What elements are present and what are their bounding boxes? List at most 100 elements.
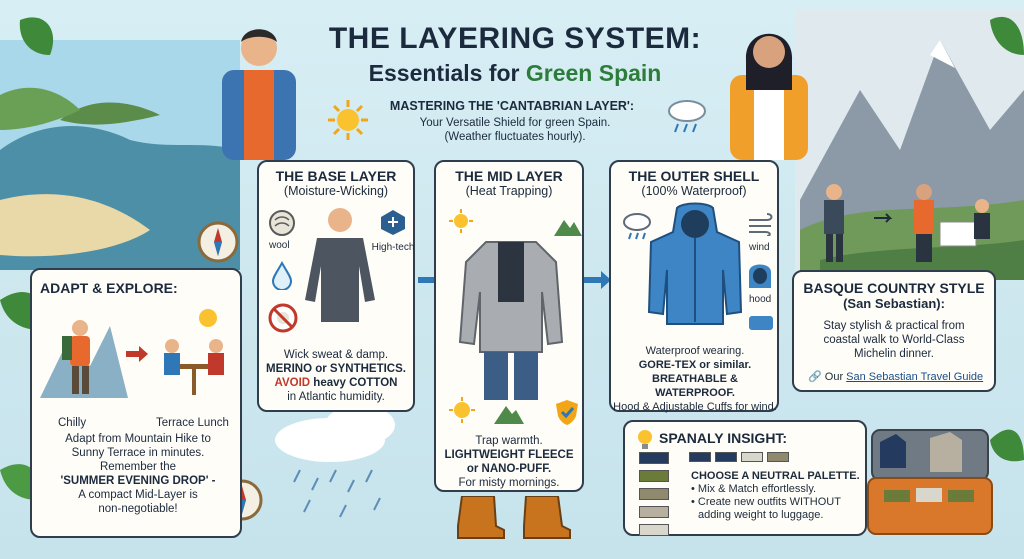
- basque-link-row: 🔗 Our San Sebastian Travel Guide: [808, 370, 983, 383]
- base-layer-line3: heavy COTTON: [310, 377, 398, 389]
- mid-layer-line4: For misty mornings.: [458, 477, 560, 489]
- swatch-row-3: [741, 452, 763, 462]
- adapt-line2: Sunny Terrace in minutes.: [71, 447, 205, 459]
- base-layer-description: Wick sweat & damp. MERINO or SYNTHETICS.…: [261, 348, 411, 404]
- basque-style-card: BASQUE COUNTRY STYLE (San Sebastian): St…: [792, 270, 996, 392]
- suitcase-illustration: [867, 429, 993, 535]
- basque-line1: Stay stylish & practical from: [823, 320, 965, 332]
- mountain-icon-2: [494, 406, 524, 424]
- wool-label: wool: [269, 240, 290, 251]
- sun-icon-mid-2: [449, 397, 475, 423]
- outer-shell-jacket-illustration: [647, 202, 743, 325]
- hood-label: hood: [749, 294, 772, 305]
- swatch-row-1: [689, 452, 711, 462]
- outer-shell-line1: Waterproof wearing.: [645, 345, 745, 357]
- mid-layer-title: THE MID LAYER: [455, 168, 563, 184]
- swatch-row-2: [715, 452, 737, 462]
- swatch-row-4: [767, 452, 789, 462]
- basque-title: BASQUE COUNTRY STYLE: [803, 280, 985, 296]
- hiking-boots-illustration: [457, 496, 571, 539]
- adapt-title: ADAPT & EXPLORE:: [40, 280, 178, 296]
- color-swatches-row: [689, 452, 789, 462]
- insight-line3: • Create new outfits WITHOUT: [691, 496, 841, 508]
- outer-shell-card: THE OUTER SHELL (100% Waterproof) wind h…: [609, 160, 779, 414]
- mountain-icon: [554, 220, 582, 236]
- basque-description: Stay stylish & practical from coastal wa…: [794, 319, 994, 361]
- base-layer-subtitle: (Moisture-Wicking): [283, 184, 389, 198]
- adapt-description: Adapt from Mountain Hike to Sunny Terrac…: [36, 432, 240, 516]
- subtitle-highlight: Green Spain: [525, 60, 662, 86]
- swatch-taupe: [639, 506, 669, 518]
- outer-shell-line2: GORE-TEX or similar.: [638, 359, 752, 371]
- sun-icon-mid: [449, 209, 473, 233]
- lightbulb-icon: [638, 430, 652, 449]
- no-cotton-icon: [268, 303, 298, 333]
- outer-shell-line3: BREATHABLE & WATERPROOF.: [652, 373, 738, 399]
- arrow-right-icon-2: [583, 271, 611, 289]
- mid-layer-line1: Trap warmth.: [475, 435, 543, 447]
- swatch-khaki: [639, 488, 669, 500]
- hiker-illustration: [40, 320, 128, 398]
- san-sebastian-guide-link[interactable]: San Sebastian Travel Guide: [846, 371, 984, 383]
- swatch-cream: [639, 524, 669, 536]
- swatch-navy: [639, 452, 669, 464]
- outer-shell-title: THE OUTER SHELL: [628, 168, 760, 184]
- sun-icon: [328, 100, 368, 140]
- adapt-line6: non-negotiable!: [98, 503, 178, 515]
- hood-icon: [749, 264, 771, 288]
- cuff-icon: [749, 316, 773, 330]
- mid-layer-description: Trap warmth. LIGHTWEIGHT FLEECE or NANO-…: [438, 434, 580, 490]
- basque-subtitle: (San Sebastian):: [843, 296, 945, 311]
- rain-cloud-icon-shell: [623, 213, 651, 240]
- intro-text: Your Versatile Shield for green Spain. (…: [380, 116, 650, 144]
- traveler-man-illustration: [222, 29, 296, 160]
- wind-icon: [749, 213, 773, 236]
- base-layer-avoid: AVOID: [274, 377, 311, 389]
- adapt-line5: A compact Mid-Layer is: [78, 489, 198, 501]
- chilly-label: Chilly: [58, 417, 87, 429]
- terrace-label: Terrace Lunch: [156, 417, 229, 429]
- spanaly-insight-card: SPANALY INSIGHT: CHOOSE A NEUTRAL PALETT…: [623, 420, 867, 536]
- insight-line1: CHOOSE A NEUTRAL PALETTE.: [691, 470, 860, 482]
- color-swatches: [639, 452, 669, 536]
- high-tech-icon: [381, 210, 405, 235]
- basque-line2: coastal walk to World-Class: [823, 334, 965, 346]
- subtitle-prefix: Essentials for: [368, 60, 526, 86]
- traveler-woman-illustration: [730, 33, 808, 160]
- arrow-right-icon-red: [126, 346, 148, 362]
- wool-icon: [269, 210, 295, 236]
- mid-layer-card: THE MID LAYER (Heat Trapping) Trap warmt…: [434, 160, 584, 492]
- wind-label: wind: [749, 242, 770, 253]
- adapt-line4: 'SUMMER EVENING DROP' -: [60, 475, 216, 487]
- base-layer-title: THE BASE LAYER: [275, 168, 397, 184]
- outer-shell-subtitle: (100% Waterproof): [641, 184, 747, 198]
- swatch-olive: [639, 470, 669, 482]
- link-prefix: Our: [824, 371, 847, 383]
- insight-description: CHOOSE A NEUTRAL PALETTE. • Mix & Match …: [691, 470, 860, 522]
- water-drop-icon: [271, 260, 293, 290]
- compass-icon: [197, 221, 239, 263]
- insight-line2: • Mix & Match effortlessly.: [691, 483, 817, 495]
- intro-heading: MASTERING THE 'CANTABRIAN LAYER':: [389, 99, 635, 113]
- adapt-line3: Remember the: [99, 461, 177, 473]
- intro-line1: Your Versatile Shield for green Spain.: [419, 117, 611, 129]
- outer-shell-line4: Hood & Adjustable Cuffs for wind.: [613, 401, 777, 413]
- outer-shell-description: Waterproof wearing. GORE-TEX or similar.…: [613, 344, 777, 414]
- page-subtitle: Essentials for Green Spain: [300, 60, 730, 87]
- rain-cloud-icon: [668, 100, 706, 133]
- base-layer-line1: Wick sweat & damp.: [283, 349, 389, 361]
- shield-icon: [556, 400, 578, 425]
- mid-layer-line2: LIGHTWEIGHT FLEECE: [444, 449, 574, 461]
- link-icon: 🔗: [808, 371, 822, 383]
- basque-line3: Michelin dinner.: [854, 348, 934, 360]
- base-layer-line2: MERINO or SYNTHETICS.: [266, 363, 406, 375]
- intro-line2: (Weather fluctuates hourly).: [444, 131, 586, 143]
- dining-scene-illustration: [824, 184, 990, 262]
- mid-layer-subtitle: (Heat Trapping): [465, 184, 553, 198]
- base-layer-shirt-illustration: [305, 208, 375, 322]
- base-layer-line4: in Atlantic humidity.: [287, 391, 385, 403]
- mid-layer-line3: or NANO-PUFF.: [466, 463, 552, 475]
- high-tech-label: High-tech: [371, 242, 415, 253]
- insight-line4: adding weight to luggage.: [698, 509, 824, 521]
